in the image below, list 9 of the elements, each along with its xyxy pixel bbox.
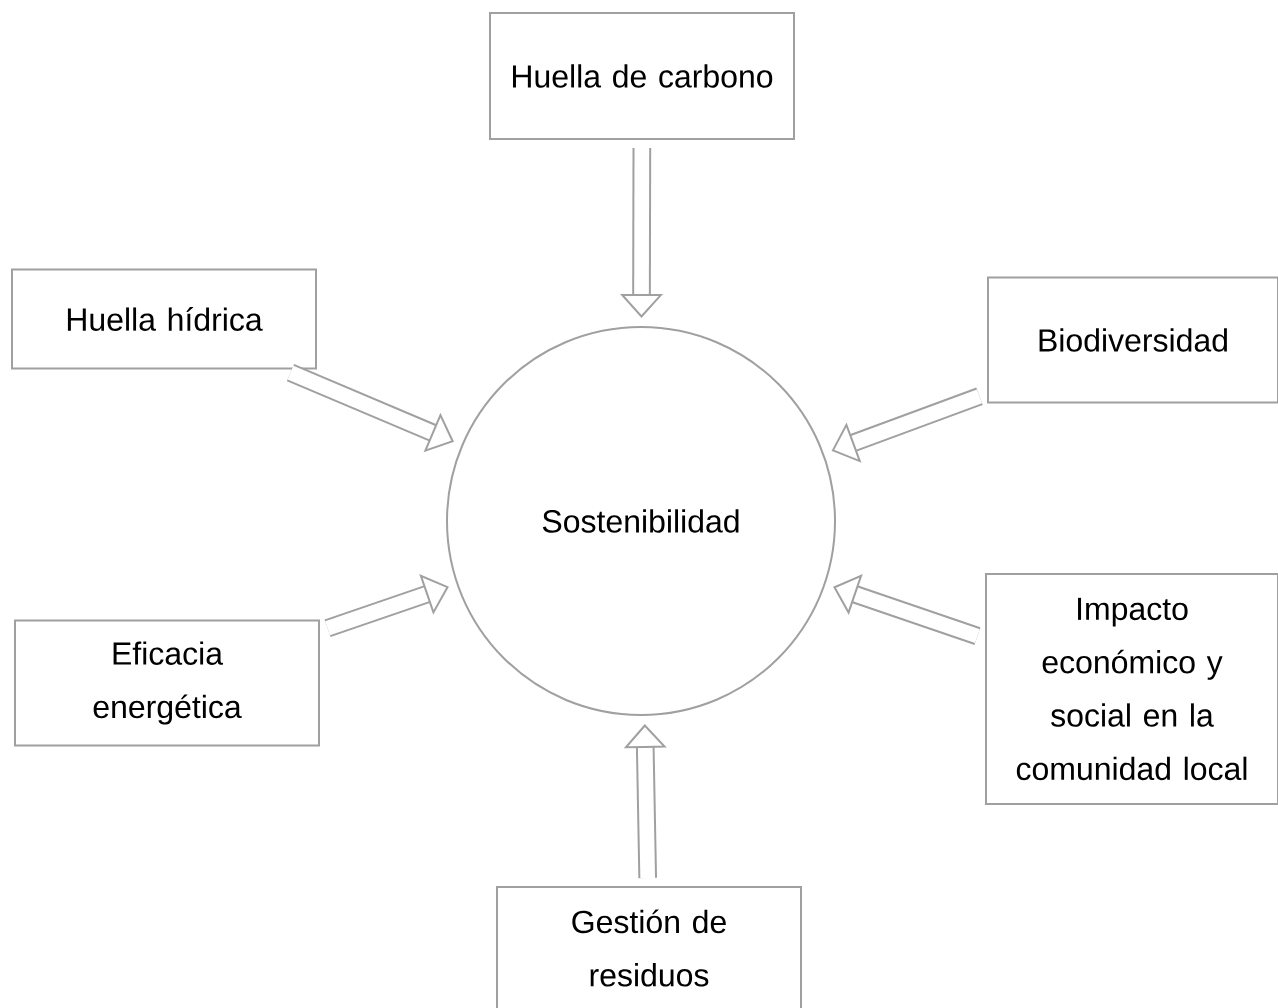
- concept-box: Impacto económico y social en la comunidad local: [985, 573, 1278, 805]
- hollow-arrow: [833, 574, 981, 645]
- concept-box: Biodiversidad: [987, 276, 1278, 404]
- hollow-arrow: [831, 387, 983, 463]
- concept-box: Eficacia energética: [14, 619, 320, 747]
- concept-box: Huella de carbono: [489, 12, 795, 140]
- hollow-arrow: [324, 574, 449, 638]
- concept-box: Gestión de residuos: [496, 886, 802, 1008]
- concept-box: Huella hídrica: [11, 268, 317, 370]
